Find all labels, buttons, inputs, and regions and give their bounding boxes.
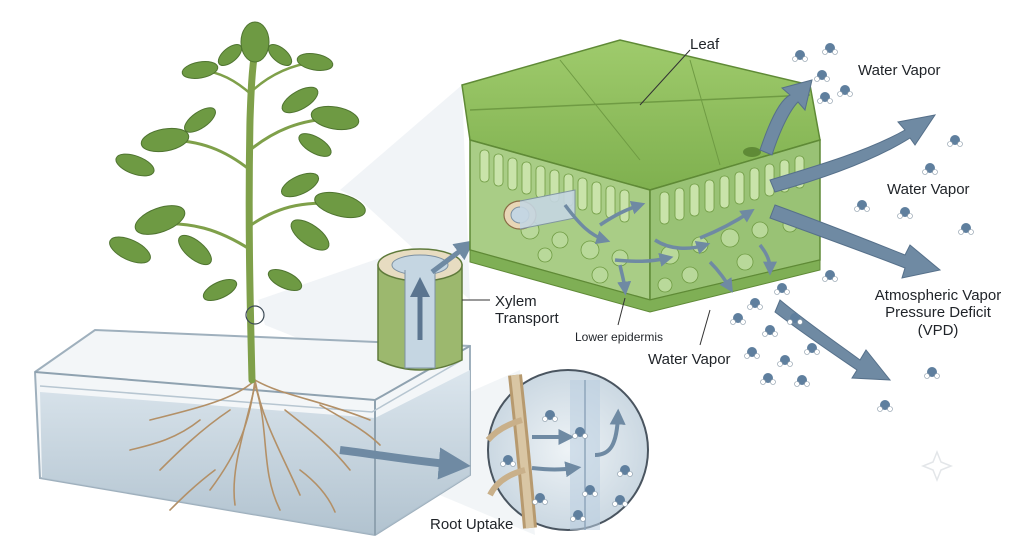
leaf-zoom-cone	[340, 85, 470, 300]
water-vapor-3-pointer	[699, 309, 711, 346]
xylem-label-line-1: Xylem	[495, 293, 537, 310]
water-molecule-icon	[897, 207, 913, 219]
leaf-vein	[503, 189, 576, 230]
vpd-label: Atmospheric Vapor Pressure Deficit (VPD)	[858, 287, 1018, 339]
water-molecule-icon	[582, 485, 598, 497]
vpd-label-line-3: (VPD)	[917, 321, 959, 339]
water-molecule-icon	[730, 313, 746, 325]
water-molecule-icon	[822, 43, 838, 55]
water-vapor-label-middle: Water Vapor	[887, 181, 970, 198]
water-molecule-icon	[814, 70, 830, 82]
water-molecules-air	[730, 43, 974, 412]
water-vapor-label-bottom: Water Vapor	[648, 351, 731, 368]
water-molecule-icon	[787, 313, 803, 325]
water-molecule-icon	[570, 510, 586, 522]
water-molecule-icon	[958, 223, 974, 235]
water-molecule-icon	[854, 200, 870, 212]
water-molecule-icon	[837, 85, 853, 97]
vpd-label-line-1: Atmospheric Vapor	[874, 287, 1002, 304]
plant-roots	[129, 379, 381, 513]
water-vapor-label-top: Water Vapor	[858, 62, 941, 79]
water-molecule-icon	[922, 163, 938, 175]
root-uptake-arrow	[339, 446, 471, 480]
water-molecule-icon	[612, 495, 628, 507]
plant-leaves	[109, 21, 366, 302]
lower-epidermis-label: Lower epidermis	[575, 330, 664, 344]
stem-focus-circle	[245, 305, 265, 325]
water-molecule-icon	[817, 92, 833, 104]
water-molecule-icon	[542, 410, 558, 422]
water-molecule-icon	[777, 355, 793, 367]
water-molecule-icon	[500, 455, 516, 467]
xylem-cylinder	[377, 240, 490, 371]
water-molecule-icon	[744, 347, 760, 359]
water-molecule-icon	[760, 373, 776, 385]
leaf-label: Leaf	[690, 36, 720, 53]
root-uptake-label: Root Uptake	[430, 516, 514, 533]
water-molecule-icon	[947, 135, 963, 147]
leaf-cross-section	[461, 39, 821, 313]
xylem-transport-label: Xylem Transport	[495, 293, 559, 328]
transpiration-arrows	[759, 79, 942, 381]
water-molecule-icon	[747, 298, 763, 310]
lower-epidermis-pointer	[617, 297, 626, 326]
water-molecule-icon	[762, 325, 778, 337]
water-molecule-icon	[532, 493, 548, 505]
water-molecule-icon	[794, 375, 810, 387]
water-molecule-icon	[822, 270, 838, 282]
water-molecule-icon	[617, 465, 633, 477]
vpd-label-line-2: Pressure Deficit	[885, 304, 991, 322]
water-molecule-icon	[877, 400, 893, 412]
water-molecule-icon	[572, 427, 588, 439]
leaf-label-line	[639, 49, 691, 106]
water-molecule-icon	[792, 50, 808, 62]
water-molecule-icon	[774, 283, 790, 295]
water-molecule-icon	[924, 367, 940, 379]
root-magnifier	[485, 369, 649, 531]
water-molecule-icon	[804, 343, 820, 355]
sparkle-icon	[920, 449, 954, 483]
xylem-label-line-2: Transport	[495, 310, 559, 328]
